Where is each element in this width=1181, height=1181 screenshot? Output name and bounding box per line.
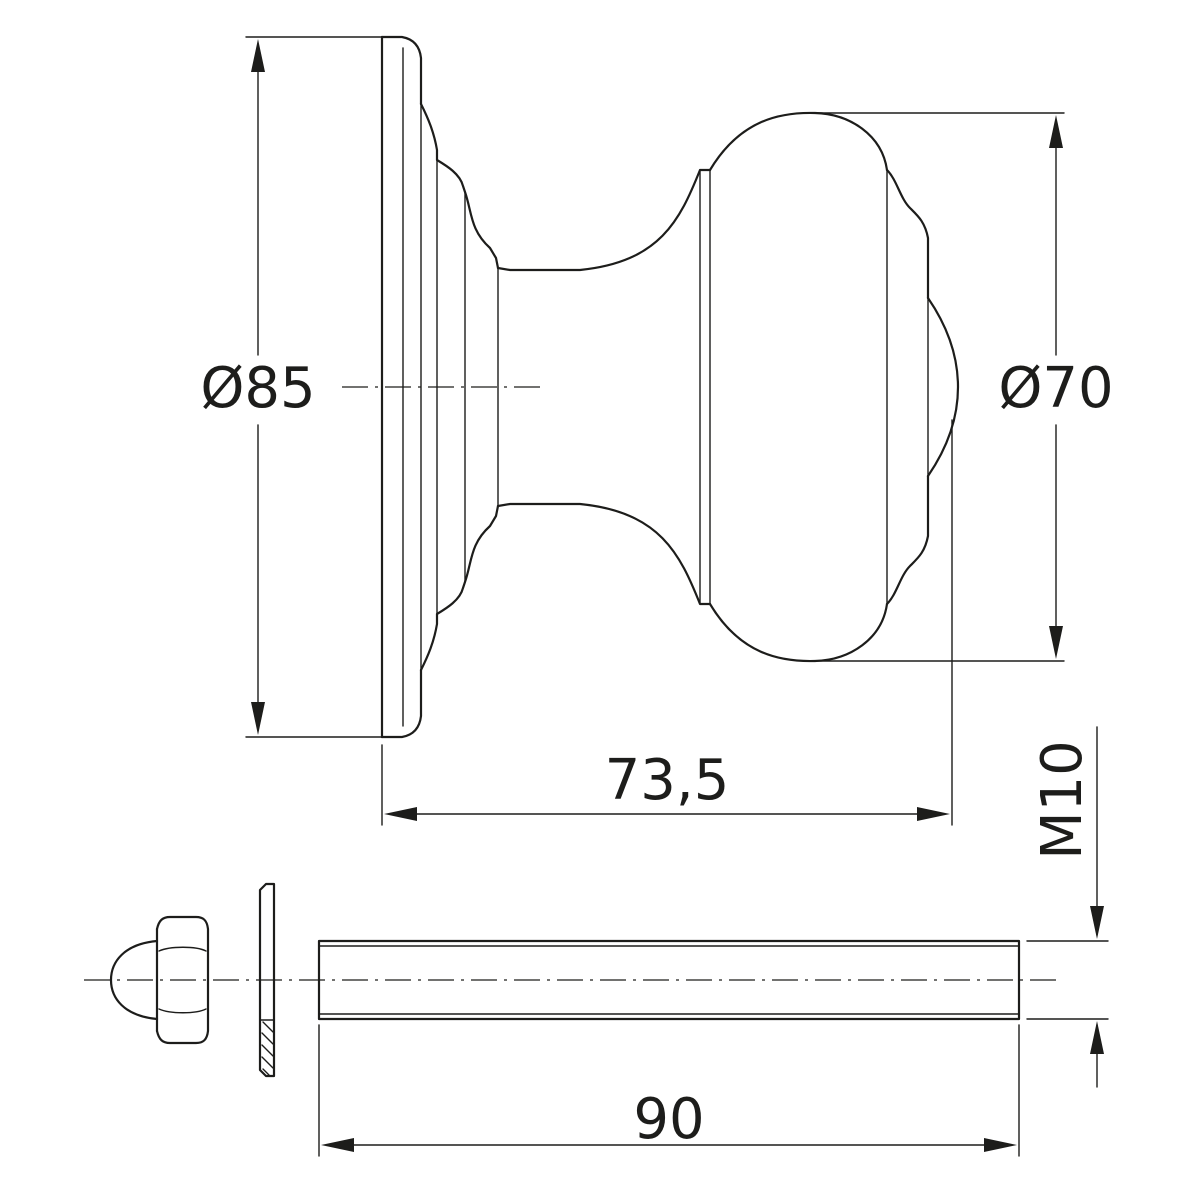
fixing-set: 90 M10 xyxy=(84,726,1109,1157)
dimension-base-diameter: Ø85 xyxy=(200,36,383,738)
threaded-rod xyxy=(317,939,1021,1021)
dimension-bolt-length: 90 xyxy=(318,1024,1020,1157)
bolt-length-label: 90 xyxy=(633,1087,704,1152)
knob-projection-label: 73,5 xyxy=(605,748,730,813)
dimension-knob-projection: 73,5 xyxy=(381,419,953,826)
dimension-knob-diameter: Ø70 xyxy=(814,112,1114,662)
knob-neck xyxy=(496,168,712,606)
washer xyxy=(258,882,276,1078)
dimension-thread-size: M10 xyxy=(1026,726,1109,1088)
acorn-nut xyxy=(109,915,210,1045)
base-diameter-label: Ø85 xyxy=(200,356,315,421)
door-knob-side-view xyxy=(342,35,960,739)
knob-diameter-label: Ø70 xyxy=(998,356,1113,421)
knob-body xyxy=(708,111,960,663)
thread-size-label: M10 xyxy=(1030,740,1095,860)
